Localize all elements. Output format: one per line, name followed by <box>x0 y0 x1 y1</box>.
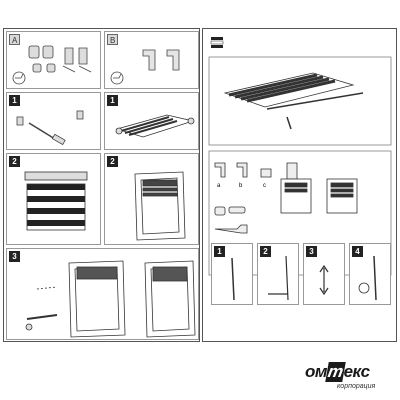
part-a-bracket: a <box>213 161 227 189</box>
part-a-label: a <box>217 183 221 189</box>
logo-word-start: ом <box>305 362 327 381</box>
panel-step1-screw-brackets: 1 <box>6 92 101 150</box>
panel-step3-mount-on-frame: 3 <box>6 248 199 340</box>
blind-top-illustration <box>115 114 195 138</box>
bracket-a-icon <box>214 162 226 178</box>
part-c-bracket: c <box>259 161 273 189</box>
panel-a-tag: A <box>9 34 21 45</box>
screwdriver-illustration <box>16 110 84 146</box>
logo-word-mid: т <box>325 362 346 382</box>
panel-step2-right-tag: 2 <box>107 156 118 167</box>
left-instruction-sheet: A B 1 <box>3 28 200 342</box>
zebra-blind-illustration <box>24 171 88 231</box>
panel-step2-blind-installed: 2 <box>6 153 101 245</box>
window-with-blind-illustration <box>134 171 186 241</box>
panel-step1-right-blind-mount: 1 <box>104 92 199 150</box>
panel-b-brackets: B <box>104 31 199 89</box>
step-3-illustration <box>319 264 329 296</box>
part-d-label: d <box>289 183 293 189</box>
panel-step2-window-install: 2 <box>104 153 199 245</box>
panel-b-tag: B <box>107 34 119 45</box>
step-1-tag: 1 <box>214 246 225 257</box>
bracket-d-icon <box>286 162 298 180</box>
step-4-panel: 4 <box>349 243 391 305</box>
step-3-tag: 3 <box>306 246 317 257</box>
step-2-tag: 2 <box>260 246 271 257</box>
logo-subtitle: корпорация <box>337 383 376 390</box>
panel-step1-left-tag: 1 <box>9 95 20 106</box>
part-b-label: b <box>239 183 243 189</box>
panel-a-fixing-parts: A <box>6 31 101 89</box>
part-c-label: c <box>263 183 266 189</box>
panel-step3-tag: 3 <box>9 251 20 262</box>
step-2-panel: 2 <box>257 243 299 305</box>
panel-step2-left-tag: 2 <box>9 156 20 167</box>
fixing-parts-illustration <box>12 45 92 85</box>
step-1-panel: 1 <box>211 243 253 305</box>
window-mount-illustration <box>25 260 196 338</box>
step-4-illustration <box>358 255 377 301</box>
step-4-tag: 4 <box>352 246 363 257</box>
logo-word-end: екс <box>343 362 371 381</box>
step-1-illustration <box>231 257 235 301</box>
blind-mini-icon <box>210 37 224 48</box>
omteks-logo: омтекс корпорация <box>305 360 395 394</box>
bracket-parts-illustration <box>110 49 180 85</box>
part-d-bracket: d <box>285 161 299 189</box>
right-instruction-sheet: a b c d 1 2 3 <box>202 28 397 342</box>
step-3-panel: 3 <box>303 243 345 305</box>
logo-wordmark: омтекс <box>305 362 370 382</box>
step-2-illustration <box>268 255 289 301</box>
bracket-c-icon <box>260 168 272 178</box>
panel-step1-right-tag: 1 <box>107 95 118 106</box>
part-b-bracket: b <box>235 161 249 189</box>
bracket-b-icon <box>236 162 248 178</box>
